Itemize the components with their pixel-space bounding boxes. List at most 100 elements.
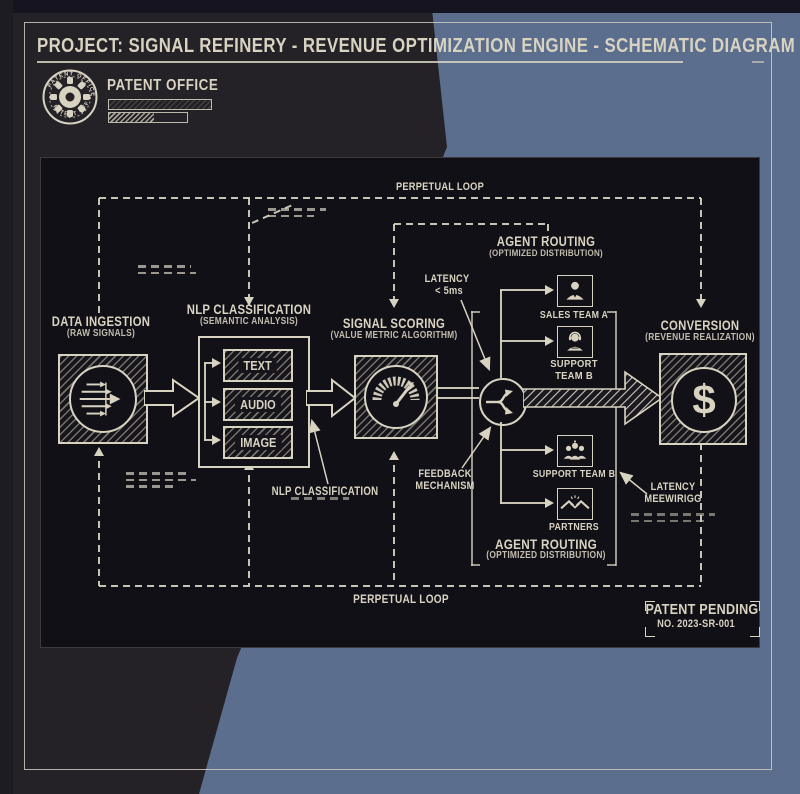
scribble-note-2 [268, 208, 326, 221]
branch-line-scoring-routing [394, 223, 548, 225]
perpetual-loop-top-label: PERPETUAL LOOP [396, 182, 484, 194]
conversion-subtitle: (REVENUE REALIZATION) [645, 333, 755, 344]
team-group-icon [560, 438, 590, 464]
scribble-note-5 [631, 513, 715, 526]
branch-up-nlp [248, 463, 250, 585]
nlp-channel-audio: AUDIO [223, 388, 293, 421]
patent-pending-title: PATENT PENDING [646, 602, 759, 618]
conversion-box: $ [659, 353, 747, 445]
stamp-bar-1 [108, 99, 212, 110]
patent-tick-tl [645, 601, 655, 611]
ingestion-box [58, 354, 148, 444]
top-edge-strip [0, 0, 800, 13]
scoring-circle [364, 365, 428, 429]
scribble-note-1 [138, 265, 196, 278]
team-box-support2 [557, 435, 593, 467]
perpetual-loop-bottom-label: PERPETUAL LOOP [353, 593, 449, 606]
signal-arrows-icon [71, 367, 135, 431]
routing-bracket-left-hook-top [471, 311, 480, 313]
dollar-icon: $ [692, 379, 715, 421]
router-branch-down [500, 422, 502, 504]
branch-arrow-support2 [545, 445, 554, 455]
latency-value: < 5ms [435, 286, 463, 298]
ingestion-circle [69, 365, 137, 433]
feedback-pointer [462, 428, 490, 468]
patent-tick-tr [750, 601, 760, 611]
loop-bottom-line [99, 585, 701, 587]
patent-tick-br [750, 627, 760, 637]
nlp-subtitle: (SEMANTIC ANALYSIS) [200, 317, 298, 328]
nlp-stub-arrow-audio [212, 397, 221, 407]
flow-arrow-2 [306, 377, 356, 419]
team-box-support1 [557, 326, 593, 358]
schematic-panel: PERPETUAL LOOP PERPETUAL LOOP DATA INGES… [40, 157, 760, 648]
feedback-label-2: MECHANISM [415, 481, 474, 493]
agent-routing-top-subtitle: (OPTIMIZED DISTRIBUTION) [489, 249, 603, 259]
gauge-icon [366, 367, 426, 427]
branch-arrow-support1 [545, 336, 554, 346]
feedback-label-1: FEEDBACK [418, 469, 471, 481]
left-edge-strip [0, 0, 13, 794]
branch-to-support2 [500, 449, 546, 451]
team-label-partners: PARTNERS [549, 522, 599, 533]
team-box-sales [557, 275, 593, 307]
handshake-icon [560, 491, 590, 517]
nlp-stub-arrow-text [212, 358, 221, 368]
loop-right-line-upper [700, 198, 702, 299]
scribble-note-3 [126, 472, 196, 492]
patent-pending-number: NO. 2023-SR-001 [657, 619, 735, 631]
loop-left-line-upper [98, 198, 100, 316]
scoring-box [354, 355, 438, 439]
loop-top-line [99, 197, 701, 199]
branch-to-sales [500, 289, 546, 291]
nlp-channel-text-label: TEXT [239, 358, 277, 373]
latency2-label-1: LATENCY [651, 482, 696, 494]
page-title: PROJECT: SIGNAL REFINERY - REVENUE OPTIM… [37, 36, 795, 57]
team-box-partners [557, 488, 593, 520]
branch-arrow-up-scoring [389, 451, 399, 460]
stamp-bar-2 [108, 112, 188, 123]
branch-arrow-down-scoring [389, 299, 399, 308]
nlp-channel-image-label: IMAGE [235, 435, 281, 450]
nlp-channel-image: IMAGE [223, 426, 293, 459]
flow-arrow-conversion [523, 367, 663, 429]
branch-arrow-sales [545, 285, 554, 295]
branch-to-partners [500, 502, 546, 504]
conversion-circle: $ [671, 367, 737, 433]
routing-bracket-left-hook-bottom [471, 564, 480, 566]
branch-to-support1 [500, 340, 546, 342]
nlp-stub-arrow-image [212, 435, 221, 445]
router-circle [479, 378, 527, 426]
loop-arrow-down-conversion [696, 299, 706, 308]
support-headset-icon [560, 329, 590, 355]
nlp-channel-audio-label: AUDIO [235, 397, 281, 412]
branch-down-scoring [393, 224, 395, 299]
patent-tick-bl [645, 627, 655, 637]
team-label-sales: SALES TEAM A [540, 310, 608, 321]
team-label-support2: SUPPORT TEAM B [533, 469, 615, 480]
patent-office-label: PATENT OFFICE [107, 78, 218, 95]
nlp-channel-text: TEXT [223, 349, 293, 382]
title-underline [37, 61, 683, 63]
branch-arrow-partners [545, 498, 554, 508]
loop-arrow-up-ingestion [94, 447, 104, 456]
title-underline-tick [752, 61, 764, 63]
routing-bracket-right-hook-top [607, 311, 616, 313]
branch-split-icon [481, 380, 525, 424]
loop-left-line-lower [98, 449, 100, 586]
agent-routing-bottom-subtitle: (OPTIMIZED DISTRIBUTION) [486, 551, 605, 562]
routing-bracket-left [471, 311, 473, 566]
nlp-note-pointer [312, 421, 328, 484]
scoring-subtitle: (VALUE METRIC ALGORITHM) [331, 331, 458, 342]
branch-down-nlp [248, 198, 250, 297]
routing-bracket-right [615, 311, 617, 566]
branch-up-scoring [393, 453, 395, 585]
latency2-pointer [621, 473, 647, 494]
ingestion-subtitle: (RAW SIGNALS) [67, 329, 135, 340]
routing-bracket-right-hook-bottom [607, 564, 616, 566]
latency-label: LATENCY [425, 274, 470, 286]
nlp-note-label: NLP CLASSIFICATION [272, 486, 379, 498]
router-branch-up [500, 290, 502, 378]
patent-office-stamp: PATENT OFFICE PATENT OFFICE [41, 68, 99, 126]
